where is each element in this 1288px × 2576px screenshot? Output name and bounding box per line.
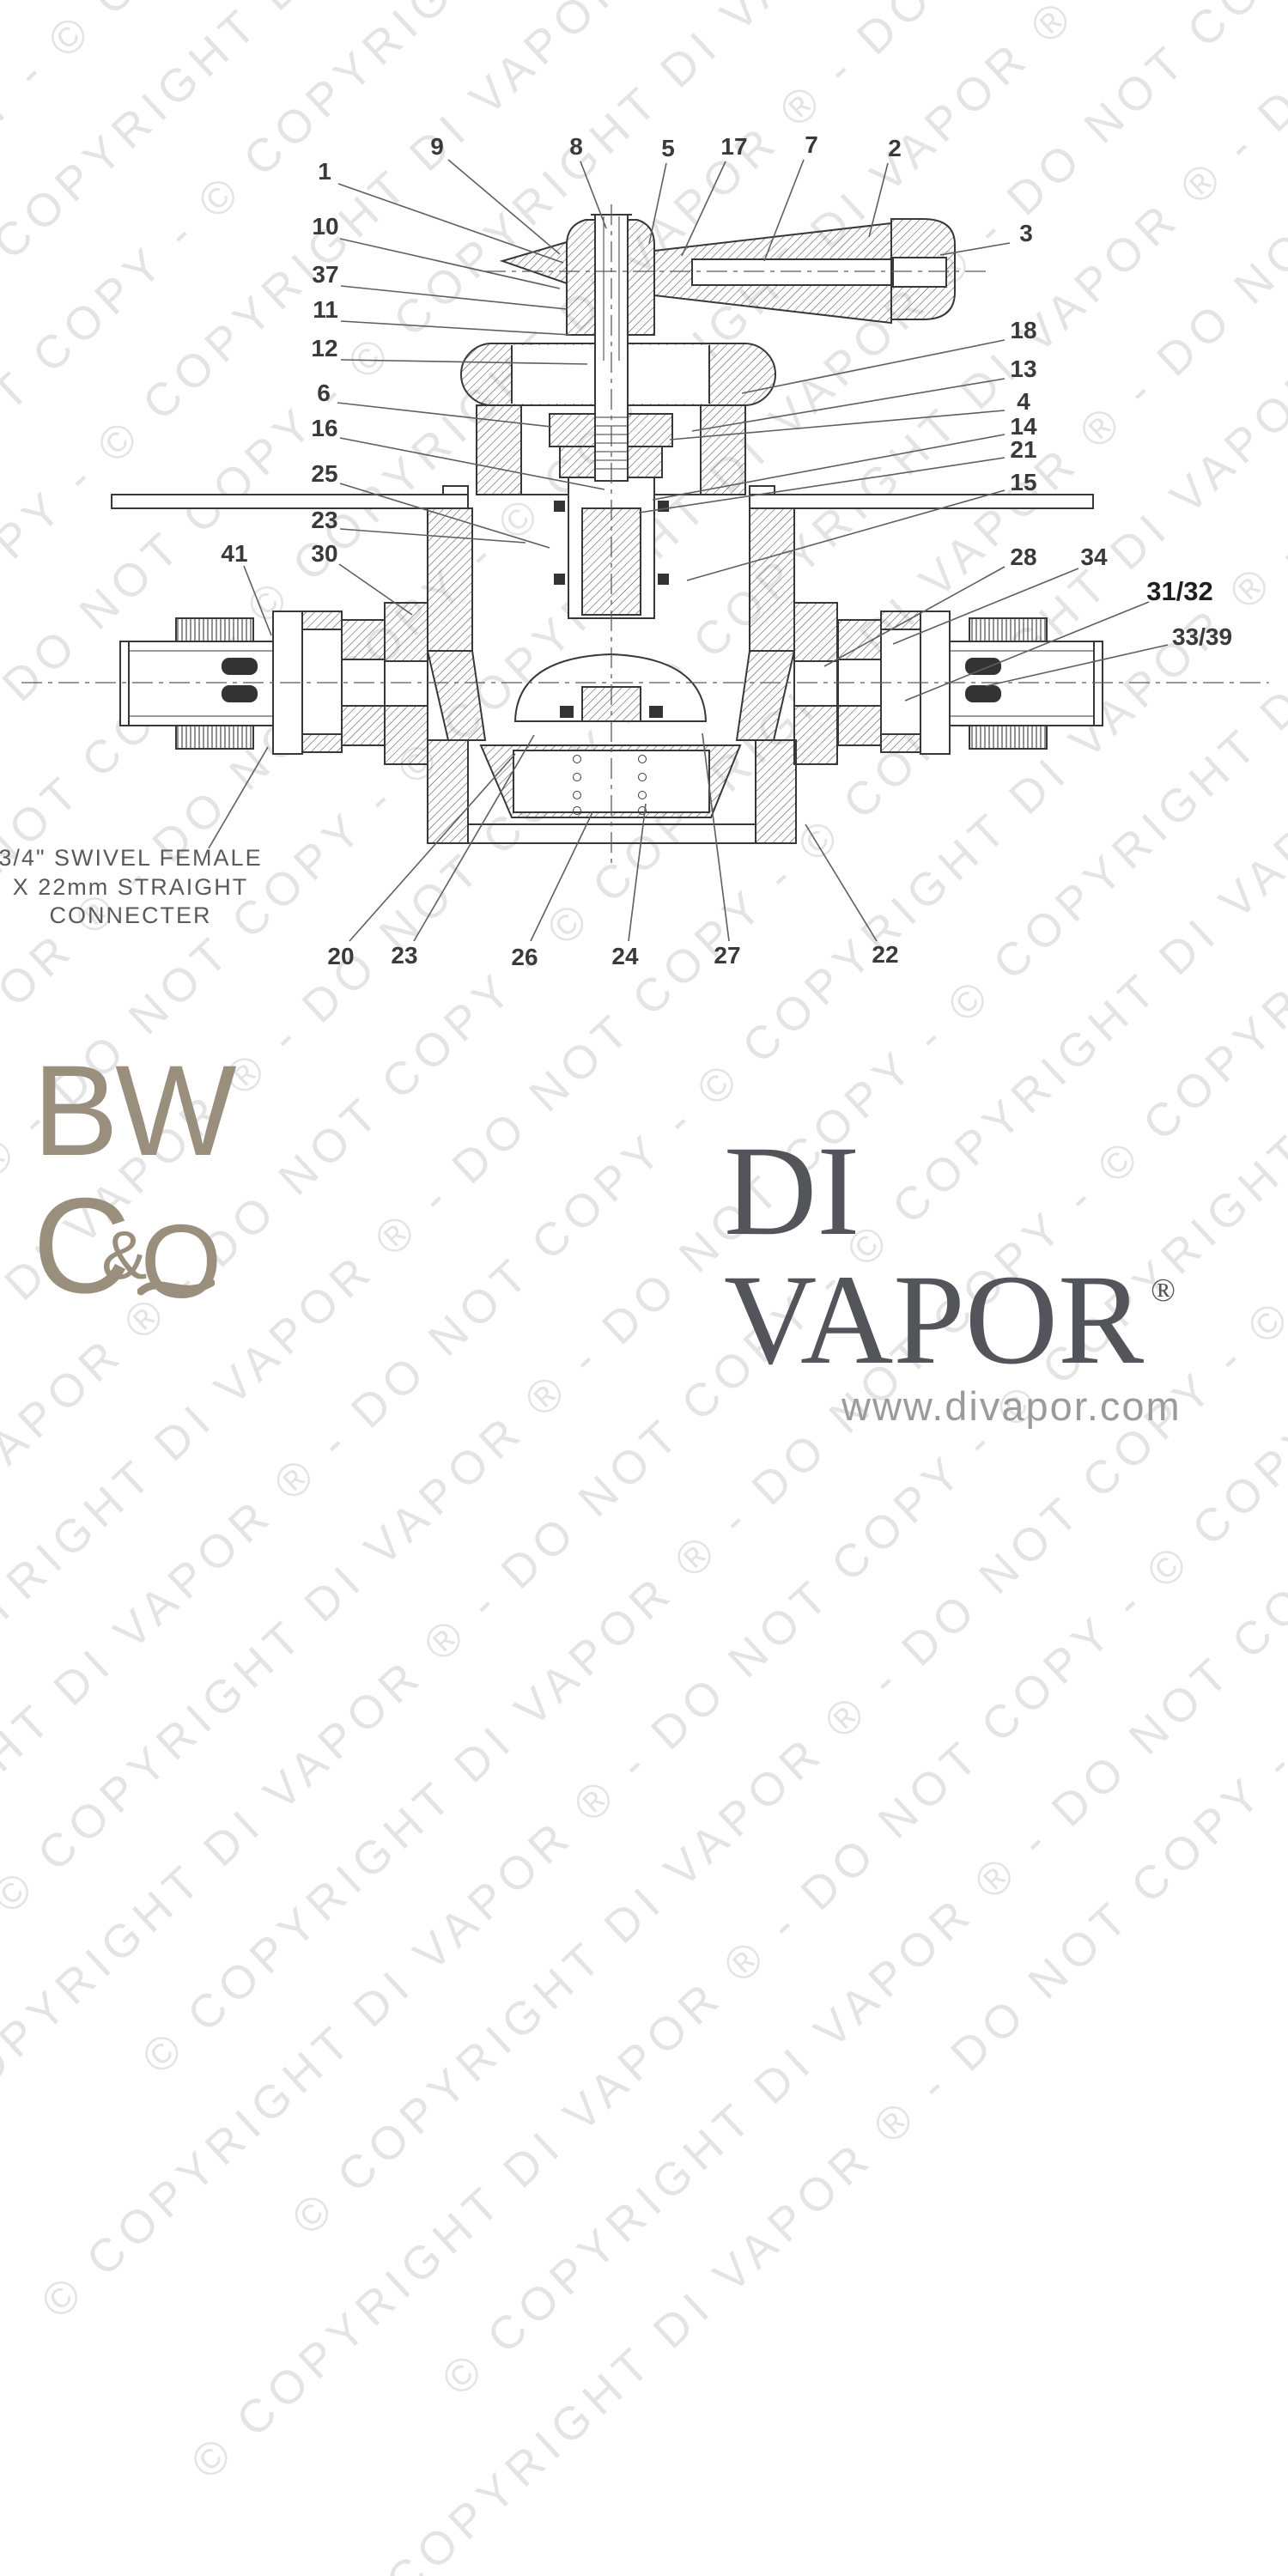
bw-logo-o: O bbox=[140, 1203, 222, 1320]
callout-26: 26 bbox=[511, 944, 538, 970]
mounting-plate-right bbox=[749, 485, 1094, 509]
callout-21: 21 bbox=[1010, 436, 1036, 463]
valve-parts-diagram: 9 8 5 17 7 2 1 3 10 37 11 12 18 13 6 4 1… bbox=[0, 131, 1269, 970]
divapor-website: www.divapor.com bbox=[841, 1383, 1182, 1429]
handle-end-cap bbox=[890, 218, 956, 320]
callout-9: 9 bbox=[430, 133, 444, 160]
registered-trademark-icon: ® bbox=[1151, 1273, 1176, 1309]
callout-11: 11 bbox=[313, 296, 338, 323]
bw-logo-wave-icon bbox=[137, 1279, 215, 1296]
callout-30: 30 bbox=[311, 540, 337, 567]
callout-33-39: 33/39 bbox=[1172, 623, 1232, 650]
callout-31-32: 31/32 bbox=[1146, 576, 1213, 606]
callout-15: 15 bbox=[1010, 469, 1036, 495]
callout-28: 28 bbox=[1010, 544, 1036, 570]
callout-22: 22 bbox=[872, 941, 898, 968]
callout-5: 5 bbox=[661, 135, 675, 161]
annotation-line-2: X 22mm STRAIGHT bbox=[13, 874, 249, 900]
callout-13: 13 bbox=[1010, 355, 1036, 382]
annotation-line-1: 3/4" SWIVEL FEMALE bbox=[0, 845, 263, 871]
bw-logo-ampersand: & bbox=[101, 1217, 148, 1293]
callout-16: 16 bbox=[311, 415, 337, 441]
callout-27: 27 bbox=[714, 942, 740, 969]
pipe-boss-left bbox=[384, 602, 428, 765]
callout-20: 20 bbox=[327, 943, 354, 969]
callout-4: 4 bbox=[1017, 388, 1030, 415]
handle-pointer bbox=[499, 240, 568, 285]
callout-24: 24 bbox=[611, 943, 639, 969]
callout-2: 2 bbox=[888, 135, 902, 161]
callout-3: 3 bbox=[1019, 220, 1033, 246]
mounting-plate-left bbox=[111, 485, 469, 509]
pipe-boss-right bbox=[793, 602, 838, 765]
callout-14: 14 bbox=[1010, 413, 1037, 440]
valve-body-lower bbox=[426, 650, 796, 741]
callout-17: 17 bbox=[720, 133, 747, 160]
bw-logo-co: C&O bbox=[33, 1178, 258, 1314]
callout-8: 8 bbox=[569, 133, 583, 160]
callout-6: 6 bbox=[317, 380, 331, 406]
callout-23-left: 23 bbox=[311, 507, 337, 533]
callout-12: 12 bbox=[311, 335, 337, 361]
base-chamber bbox=[427, 739, 797, 844]
bw-logo-bw: BW bbox=[33, 1038, 237, 1182]
valve-body-upper bbox=[476, 404, 746, 495]
connector-annotation: 3/4" SWIVEL FEMALE X 22mm STRAIGHT CONNE… bbox=[0, 845, 263, 928]
callout-18: 18 bbox=[1010, 317, 1036, 343]
callout-37: 37 bbox=[312, 261, 338, 288]
callout-labels: 9 8 5 17 7 2 1 3 10 37 11 12 18 13 6 4 1… bbox=[221, 131, 1232, 970]
handle-hub bbox=[566, 214, 655, 336]
callout-7: 7 bbox=[805, 131, 818, 158]
divapor-wordmark: DI VAPOR bbox=[724, 1120, 1145, 1391]
callout-10: 10 bbox=[312, 213, 338, 240]
divapor-logo: DI VAPOR® www.divapor.com bbox=[724, 1127, 1288, 1426]
left-pipe-connector bbox=[119, 611, 386, 755]
callout-23-bottom: 23 bbox=[391, 942, 417, 969]
annotation-line-3: CONNECTER bbox=[49, 902, 211, 928]
callout-34: 34 bbox=[1080, 544, 1108, 570]
bw-co-logo: BW C&O bbox=[33, 1038, 258, 1314]
leader-lines bbox=[208, 159, 1169, 942]
callout-25: 25 bbox=[311, 460, 337, 487]
callout-1: 1 bbox=[318, 158, 331, 185]
callout-41: 41 bbox=[221, 540, 247, 567]
